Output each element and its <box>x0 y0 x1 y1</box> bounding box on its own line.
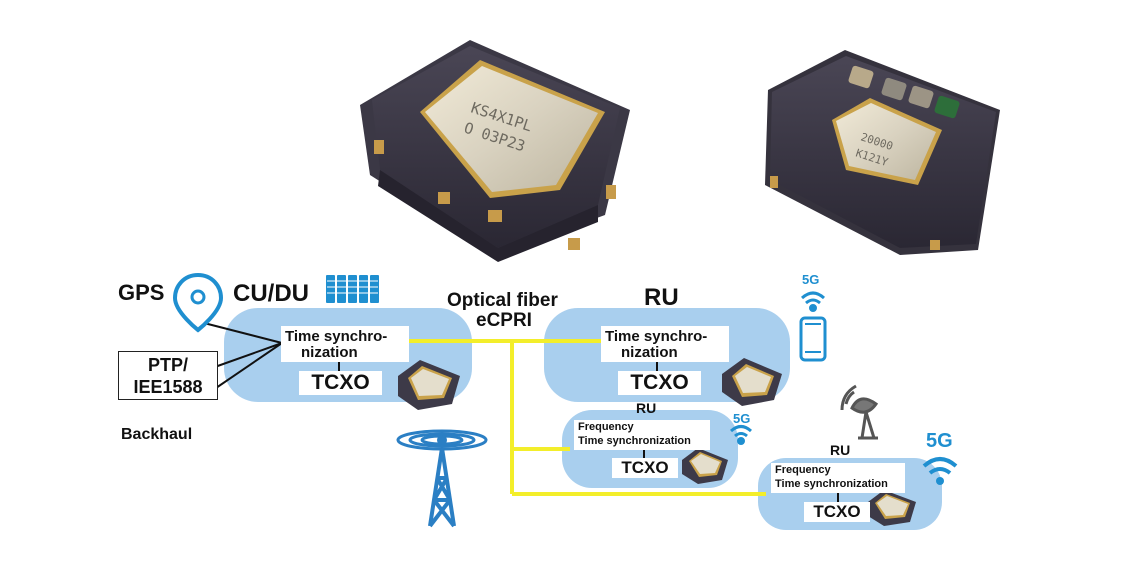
sync-connector-lines <box>203 322 839 503</box>
ru-small-2-tcxo-box: TCXO <box>804 502 870 522</box>
ru-small-2-tcxo-label: TCXO <box>813 502 861 521</box>
cu-du-tcxo-box: TCXO <box>299 371 382 395</box>
wifi-5g-icon-1 <box>800 291 826 312</box>
ru-small-1-line1: Frequency <box>578 421 634 433</box>
tcxo-chip-thumb-1 <box>398 360 460 410</box>
cu-du-sync-box: Time synchro- nization <box>281 326 409 362</box>
five-g-label-3: 5G <box>926 430 953 452</box>
ru-small-2-line1: Frequency <box>775 464 831 476</box>
optical-fiber-label: Optical fiber <box>447 290 558 311</box>
tcxo-chip-thumb-3 <box>682 448 728 484</box>
product-photo-left: KS4X1PL O 03P23 <box>360 40 630 262</box>
ptp-box: PTP/ IEE1588 <box>118 351 218 400</box>
ru-main-sync-line1: Time synchro- <box>605 328 708 345</box>
cu-du-sync-line1: Time synchro- <box>285 328 388 345</box>
cu-du-tcxo-label: TCXO <box>311 371 370 394</box>
ru-small-1-sync-box: Frequency Time synchronization <box>574 420 710 450</box>
ru-small-1-tcxo-box: TCXO <box>612 458 678 478</box>
ru-main-sync-box: Time synchro- nization <box>601 326 729 362</box>
wifi-5g-icon-2 <box>729 425 753 445</box>
ru-main-label: RU <box>644 284 679 311</box>
tcxo-chip-thumb-2 <box>722 358 782 406</box>
ru-small-1-label: RU <box>636 400 657 416</box>
tcxo-chip-thumb-4 <box>868 490 916 526</box>
backhaul-label: Backhaul <box>121 426 193 443</box>
ru-small-1-tcxo-label: TCXO <box>621 458 669 477</box>
ru-main-tcxo-box: TCXO <box>618 371 701 395</box>
five-g-label-2: 5G <box>733 411 751 426</box>
optical-fiber-lines <box>408 339 766 496</box>
ecpri-label: eCPRI <box>476 310 532 331</box>
ptp-label-line2: IEE1588 <box>133 377 203 397</box>
gps-pin-icon <box>172 272 224 333</box>
cell-tower-icon <box>396 429 488 528</box>
cu-du-label: CU/DU <box>233 280 309 307</box>
satellite-dish-icon <box>840 384 879 440</box>
ru-small-1-line2: Time synchronization <box>578 435 691 447</box>
five-g-label-1: 5G <box>802 272 820 287</box>
gps-label: GPS <box>118 280 165 305</box>
ptp-label-line1: PTP/ <box>147 355 188 375</box>
cu-du-sync-line2: nization <box>301 344 358 361</box>
ru-small-2-label: RU <box>830 442 851 458</box>
ru-small-2-sync-box: Frequency Time synchronization <box>771 463 905 493</box>
ru-small-2-line2: Time synchronization <box>775 478 888 490</box>
wifi-5g-icon-3 <box>922 457 958 485</box>
ru-main-tcxo-label: TCXO <box>630 371 689 394</box>
server-rack-icon <box>326 275 379 303</box>
product-photo-right: 20000 K121Y <box>765 50 1000 255</box>
smartphone-icon <box>799 316 827 362</box>
ru-main-sync-line2: nization <box>621 344 678 361</box>
